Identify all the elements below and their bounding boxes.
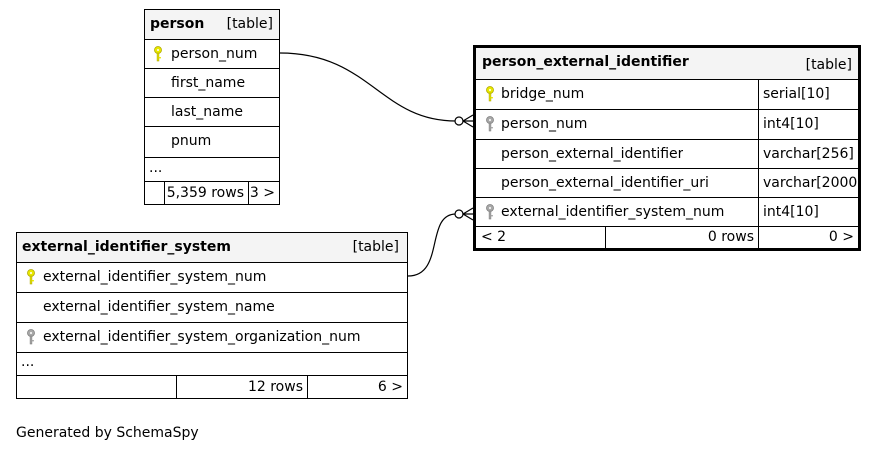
column-row[interactable]: person_num: [145, 39, 279, 68]
column-row[interactable]: bridge_num serial[10]: [476, 79, 858, 109]
column-type: varchar[2000]: [758, 169, 858, 197]
column-type: varchar[256]: [758, 140, 858, 168]
primary-key-icon: [486, 86, 494, 102]
table-footer: 12 rows 6 >: [17, 375, 407, 398]
table-person[interactable]: person [table] person_num first_name las…: [144, 9, 280, 205]
column-row[interactable]: person_external_identifier_uri varchar[2…: [476, 168, 858, 197]
table-type-label: [table]: [226, 16, 273, 32]
column-name[interactable]: person_num: [501, 116, 588, 132]
column-name[interactable]: external_identifier_system_num: [501, 204, 725, 220]
relationship-eis-optional-marker: [454, 209, 464, 219]
relationship-eis-crowfoot: [462, 207, 474, 221]
row-count: 0 rows: [605, 227, 758, 248]
parents-count[interactable]: < 2: [481, 229, 507, 245]
children-count[interactable]: 3 >: [248, 182, 279, 204]
more-columns-ellipsis[interactable]: ...: [21, 354, 35, 370]
table-person-external-identifier[interactable]: person_external_identifier [table] bridg…: [473, 45, 861, 251]
primary-key-icon: [154, 46, 162, 62]
column-name[interactable]: external_identifier_system_num: [43, 269, 267, 285]
row-count: 12 rows: [176, 376, 307, 398]
column-name[interactable]: person_num: [171, 46, 258, 62]
more-columns-ellipsis[interactable]: ...: [149, 160, 163, 176]
column-row[interactable]: person_num int4[10]: [476, 109, 858, 139]
column-row[interactable]: pnum: [145, 126, 279, 157]
relationship-eis-to-pei: [407, 213, 457, 277]
table-external-identifier-system[interactable]: external_identifier_system [table] exter…: [16, 232, 408, 399]
column-name[interactable]: pnum: [171, 133, 212, 149]
primary-key-icon: [27, 269, 35, 285]
column-row[interactable]: last_name: [145, 97, 279, 126]
table-header: external_identifier_system [table]: [17, 233, 407, 262]
column-name[interactable]: bridge_num: [501, 86, 585, 102]
table-type-label: [table]: [805, 57, 852, 73]
parents-count[interactable]: [17, 376, 176, 398]
relationship-person-optional-marker: [454, 116, 464, 126]
column-row[interactable]: person_external_identifier varchar[256]: [476, 139, 858, 168]
column-row[interactable]: external_identifier_system_organization_…: [17, 322, 407, 352]
more-columns-row[interactable]: ...: [145, 157, 279, 181]
table-header: person [table]: [145, 10, 279, 39]
column-name[interactable]: person_external_identifier: [501, 146, 684, 162]
foreign-key-icon: [27, 329, 35, 345]
row-count: 5,359 rows: [164, 182, 248, 204]
column-name[interactable]: external_identifier_system_name: [43, 299, 275, 315]
column-type: int4[10]: [758, 198, 858, 226]
column-type: int4[10]: [758, 110, 858, 139]
column-name[interactable]: first_name: [171, 75, 246, 91]
foreign-key-icon: [486, 204, 494, 220]
column-name[interactable]: last_name: [171, 104, 243, 120]
column-row[interactable]: external_identifier_system_name: [17, 292, 407, 322]
foreign-key-icon: [486, 116, 494, 132]
table-name[interactable]: external_identifier_system: [22, 239, 231, 255]
table-name[interactable]: person: [150, 16, 205, 32]
column-name[interactable]: person_external_identifier_uri: [501, 175, 709, 191]
column-row[interactable]: first_name: [145, 68, 279, 97]
column-type: serial[10]: [758, 80, 858, 109]
more-columns-row[interactable]: ...: [17, 352, 407, 375]
relationship-person-crowfoot: [462, 114, 474, 128]
table-footer: < 2 0 rows 0 >: [476, 226, 858, 248]
column-name[interactable]: external_identifier_system_organization_…: [43, 329, 361, 345]
column-row[interactable]: external_identifier_system_num int4[10]: [476, 197, 858, 226]
table-header: person_external_identifier [table]: [476, 48, 858, 79]
relationship-person-to-pei: [279, 52, 457, 122]
children-count[interactable]: 0 >: [758, 227, 858, 248]
generated-by-footer: Generated by SchemaSpy: [16, 425, 199, 441]
table-footer: 5,359 rows 3 >: [145, 181, 279, 204]
table-name[interactable]: person_external_identifier: [482, 54, 689, 70]
table-type-label: [table]: [352, 239, 399, 255]
column-row[interactable]: external_identifier_system_num: [17, 262, 407, 292]
parents-count[interactable]: [145, 182, 164, 204]
children-count[interactable]: 6 >: [307, 376, 407, 398]
